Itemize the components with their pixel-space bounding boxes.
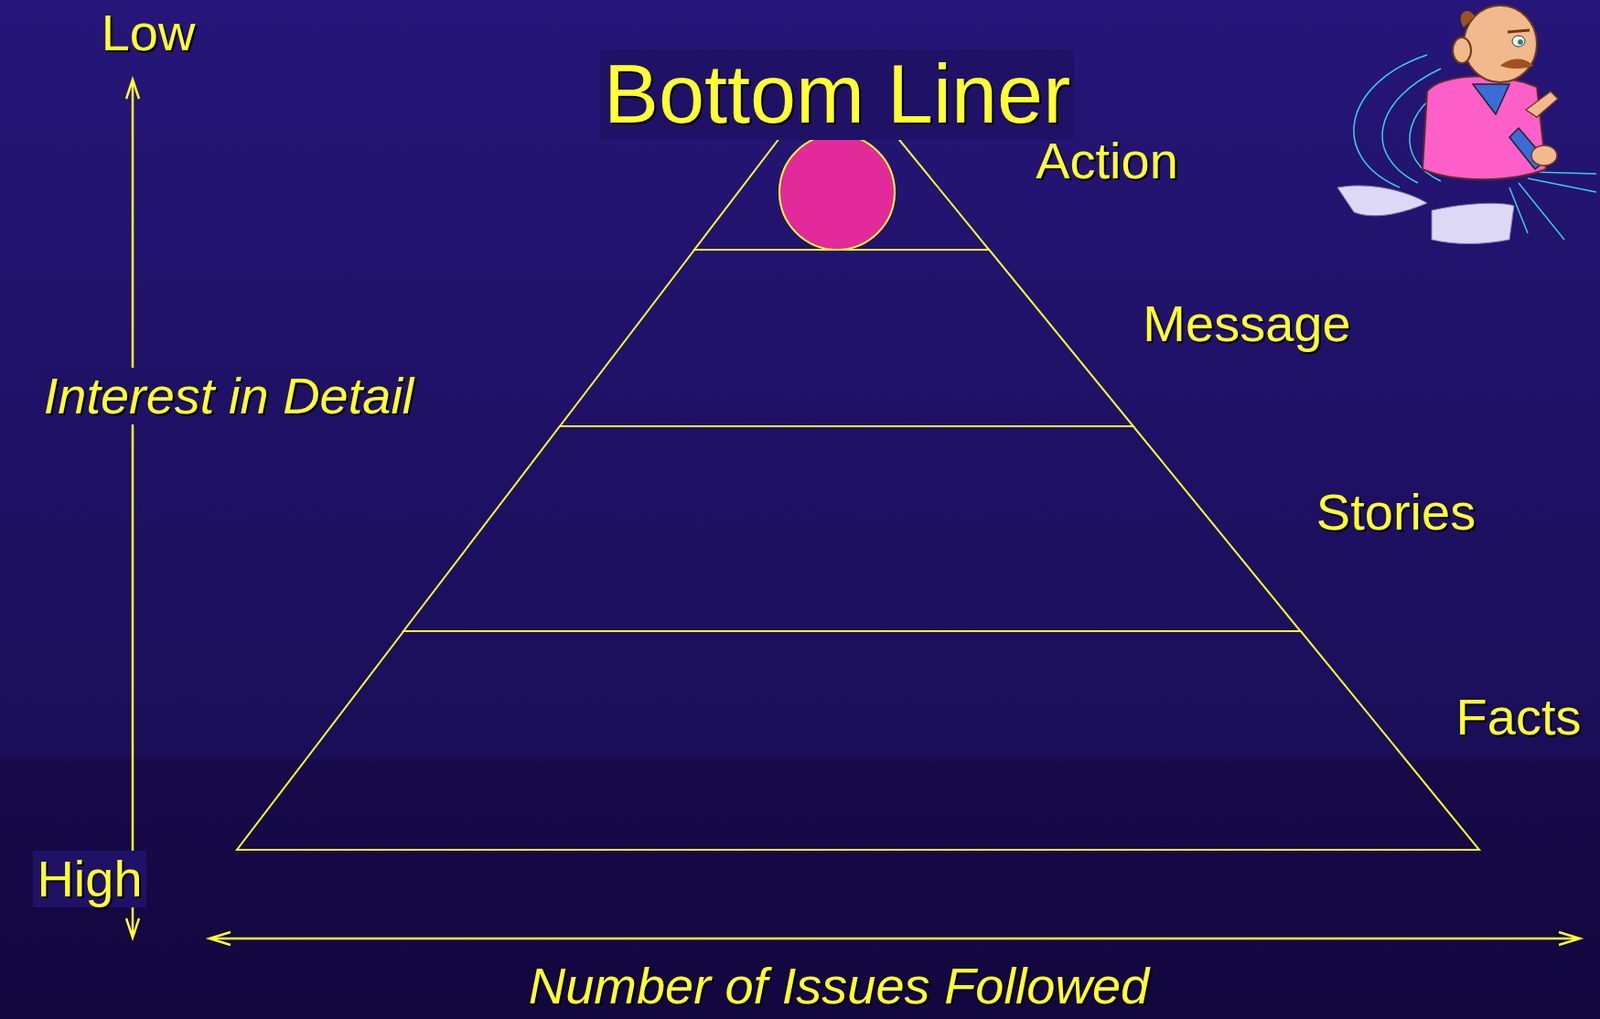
speed-line [1353,54,1428,188]
band-label: Message [1142,295,1351,353]
fist [1531,145,1558,166]
band-label: Action [1035,132,1179,190]
band-label: Stories [1316,483,1476,541]
axis-end-label: High [32,850,146,908]
arrowhead [1558,932,1580,945]
speed-line [1532,171,1597,174]
arrowhead [126,79,140,99]
band-outline [403,426,1301,632]
band-shape [559,249,1134,427]
pupil [1517,39,1524,45]
eyebrow [1507,30,1530,33]
pyramid-band: Message [559,249,1134,427]
axis-title: Number of Issues Followed [528,957,1150,1015]
band-outline [559,249,1134,427]
mustache [1500,59,1534,70]
arrowhead [126,918,140,938]
hair [1460,10,1475,28]
pyramid-band: Stories [403,426,1301,632]
axis-end-label: Low [101,4,196,62]
horizontal-axis [209,932,1580,945]
band-outline [236,631,1480,850]
head [1463,5,1537,83]
eye [1512,35,1525,47]
collar [1472,84,1510,115]
shirt [1422,76,1547,181]
axis-line [211,937,1579,941]
axis-line [131,81,135,935]
pink-dot [779,134,895,250]
speed-line [1527,178,1597,193]
paper [1337,185,1428,216]
band-shape [403,426,1301,632]
speed-line [1518,182,1565,240]
axis-title: Interest in Detail [40,367,419,425]
pointing-hand [1525,91,1558,118]
ear [1452,37,1472,64]
pyramid-band: Facts [236,631,1480,850]
band-label: Facts [1456,688,1582,746]
diagram-title: Bottom Liner [600,49,1074,140]
arrowhead [209,932,231,945]
band-shape [236,631,1480,850]
paper [1431,203,1515,244]
vertical-axis [126,79,140,938]
cartoon-man [1337,5,1597,245]
